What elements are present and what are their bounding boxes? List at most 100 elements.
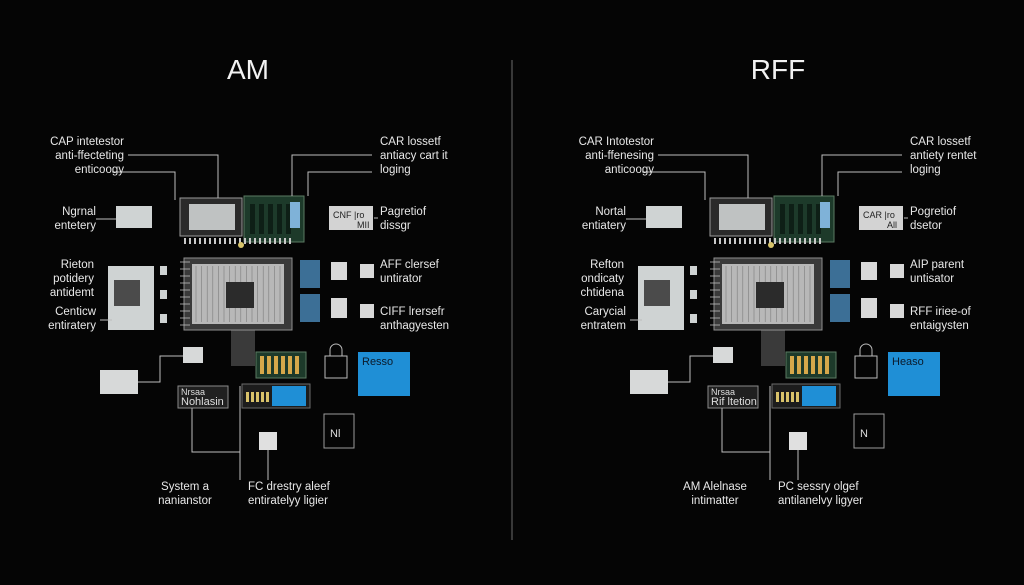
header-pin xyxy=(224,238,226,244)
header-pin xyxy=(194,238,196,244)
right-module-2 xyxy=(830,294,850,322)
blue-box xyxy=(888,352,940,396)
label-right-3-line-2: entaigysten xyxy=(910,320,969,332)
label-left-2-line-3: antidemt xyxy=(49,287,94,299)
label-left-1-line-1: Nortal xyxy=(595,206,626,218)
led-indicator xyxy=(238,242,244,248)
header-pin xyxy=(744,238,746,244)
tag-box-line-1: Nrsaa xyxy=(711,387,736,397)
header-pin xyxy=(714,238,716,244)
header-pin xyxy=(804,238,806,244)
label-left-3-line-1: Centicw xyxy=(55,306,96,318)
small-cap-1 xyxy=(160,266,167,275)
small-cap-3 xyxy=(690,314,697,323)
small-module xyxy=(713,347,733,363)
board-component xyxy=(250,204,255,234)
right-icon-3 xyxy=(890,264,904,278)
right-icon-2 xyxy=(861,298,877,318)
header-pin xyxy=(749,238,751,244)
lower-pin xyxy=(261,392,264,402)
right-module-1 xyxy=(830,260,850,288)
small-cap-3 xyxy=(160,314,167,323)
spec-card-text-1: CNF |ro xyxy=(333,210,365,220)
label-top-left-line-1: CAR Intotestor xyxy=(578,136,654,148)
board-component xyxy=(807,204,812,234)
led-indicator xyxy=(768,242,774,248)
header-pin xyxy=(819,238,821,244)
label-bottom-left-line-1: AM Alelnase xyxy=(683,481,747,493)
label-top-right-line-2: antiety rentet xyxy=(910,150,977,162)
leader-top-right-2 xyxy=(837,171,902,196)
header-pin xyxy=(289,238,291,244)
lower-component xyxy=(281,356,285,374)
label-right-2-line-1: AIP parent xyxy=(910,259,965,271)
small-cap-2 xyxy=(690,290,697,299)
tiny-box-text: N xyxy=(860,428,868,440)
board-component xyxy=(789,204,794,234)
lower-pin xyxy=(246,392,249,402)
label-left-2-line-3: chtidena xyxy=(580,287,624,299)
tag-box xyxy=(177,385,229,409)
label-left-1-line-2: entetery xyxy=(54,220,96,232)
lower-pin xyxy=(256,392,259,402)
lower-component xyxy=(267,356,271,374)
tag-box-line-2: Nohlasin xyxy=(181,396,224,408)
header-pin xyxy=(784,238,786,244)
header-pin xyxy=(244,238,246,244)
header-pin xyxy=(234,238,236,244)
right-icon-4 xyxy=(360,304,374,318)
header-pin xyxy=(254,238,256,244)
header-pin xyxy=(214,238,216,244)
tag-box xyxy=(707,385,759,409)
header-pin xyxy=(814,238,816,244)
label-top-left-line-2: anti-ffecteting xyxy=(55,150,124,162)
lock-shackle xyxy=(329,343,343,356)
label-right-3-line-1: RFF iriee-of xyxy=(910,306,971,318)
header-pin xyxy=(754,238,756,244)
tag-box-line-1: Nrsaa xyxy=(181,387,206,397)
label-right-1-line-1: Pogretiof xyxy=(910,206,957,218)
tag-box-line-2: Rif ltetion xyxy=(711,396,757,408)
header-pin xyxy=(264,238,266,244)
label-bottom-left-line-2: nanianstor xyxy=(158,495,212,507)
right-icon-1 xyxy=(861,262,877,280)
header-pin xyxy=(799,238,801,244)
spec-card-text-2: All xyxy=(887,220,898,230)
header-pin xyxy=(189,238,191,244)
header-pin xyxy=(729,238,731,244)
label-right-2-line-2: untirator xyxy=(380,273,423,285)
label-top-right-line-1: CAR lossetf xyxy=(910,136,971,148)
header-pin xyxy=(719,238,721,244)
label-bottom-left-line-2: intimatter xyxy=(691,495,739,507)
leader-top-right-2 xyxy=(307,171,372,196)
label-bottom-left-line-1: System a xyxy=(161,481,209,493)
board-component xyxy=(286,204,291,234)
right-module-2 xyxy=(300,294,320,322)
header-pin xyxy=(779,238,781,244)
header-pin xyxy=(794,238,796,244)
header-pin xyxy=(269,238,271,244)
leader-top-left xyxy=(128,154,219,198)
right-icon-3 xyxy=(360,264,374,278)
spec-card xyxy=(329,206,373,230)
label-left-1-line-1: Ngrnal xyxy=(62,206,96,218)
lower-component xyxy=(288,356,292,374)
header-pin xyxy=(739,238,741,244)
blue-box-text: Resso xyxy=(362,356,394,368)
right-icon-2 xyxy=(331,298,347,318)
leader-top-right-1 xyxy=(291,154,372,196)
header-pin xyxy=(774,238,776,244)
header-pin xyxy=(259,238,261,244)
battery-block xyxy=(630,370,668,394)
board-component xyxy=(816,204,821,234)
lower-component xyxy=(295,356,299,374)
board-connector xyxy=(290,202,300,228)
tiny-square xyxy=(789,432,807,450)
blue-module xyxy=(802,386,836,406)
spec-card-text-2: MII xyxy=(357,220,370,230)
spec-card-text-1: CAR |ro xyxy=(863,210,895,220)
tiny-box xyxy=(853,413,885,449)
leader-top-left-2 xyxy=(642,171,706,200)
lower-component xyxy=(818,356,822,374)
